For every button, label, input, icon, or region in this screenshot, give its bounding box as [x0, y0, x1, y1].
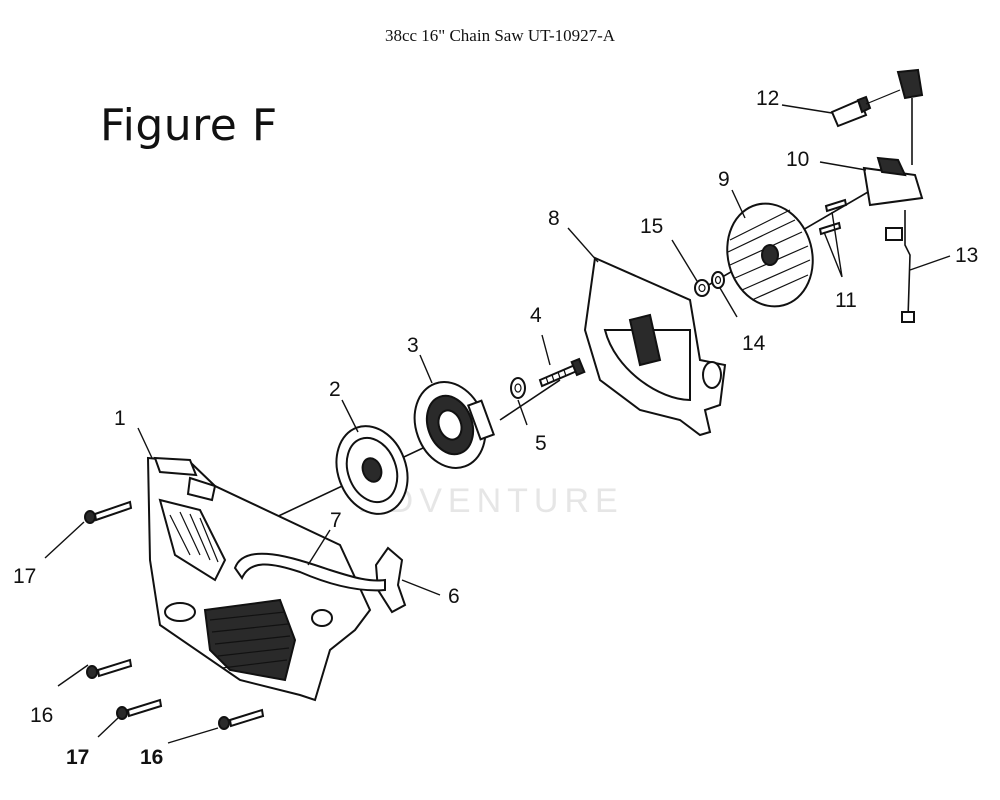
ignition-screws [818, 198, 848, 236]
callout-6: 6 [448, 585, 460, 608]
ignition-wire [885, 68, 924, 323]
washer [510, 377, 526, 399]
housing-screw-16b [218, 708, 265, 730]
callout-9: 9 [718, 168, 730, 191]
callout-13: 13 [955, 244, 978, 267]
callout-1: 1 [114, 407, 126, 430]
leader-lines [44, 104, 951, 744]
spark-plug [830, 89, 901, 128]
callout-2: 2 [329, 378, 341, 401]
screw [538, 357, 586, 388]
ignition-module [862, 156, 924, 207]
starter-rope [233, 552, 386, 592]
starter-handle [374, 546, 407, 614]
callout-3: 3 [407, 334, 419, 357]
callout-14: 14 [742, 332, 766, 355]
callout-5: 5 [535, 432, 547, 455]
callout-16b: 16 [140, 746, 163, 769]
callout-17b: 17 [66, 746, 89, 769]
callout-4: 4 [530, 304, 542, 327]
housing-screw-17b [116, 698, 163, 720]
assembly-axis-2 [499, 379, 561, 421]
callout-12: 12 [756, 87, 779, 110]
housing-screw-17a [84, 500, 133, 524]
callout-15: 15 [640, 215, 663, 238]
callout-17a: 17 [13, 565, 36, 588]
callout-16a: 16 [30, 704, 53, 727]
spring-washer [711, 271, 725, 289]
starter-housing [146, 456, 372, 702]
starter-spring-assembly [413, 381, 496, 469]
figure-title: Figure F [100, 100, 278, 151]
nut [694, 279, 710, 297]
callout-8: 8 [548, 207, 560, 230]
fan-housing [583, 256, 727, 437]
document-title: 38cc 16" Chain Saw UT-10927-A [384, 26, 616, 45]
callout-11: 11 [835, 289, 857, 312]
housing-screw-16a [86, 658, 133, 679]
flywheel [726, 202, 814, 308]
callout-7: 7 [330, 509, 342, 532]
callout-10: 10 [786, 148, 809, 171]
rope-pulley [335, 425, 409, 515]
